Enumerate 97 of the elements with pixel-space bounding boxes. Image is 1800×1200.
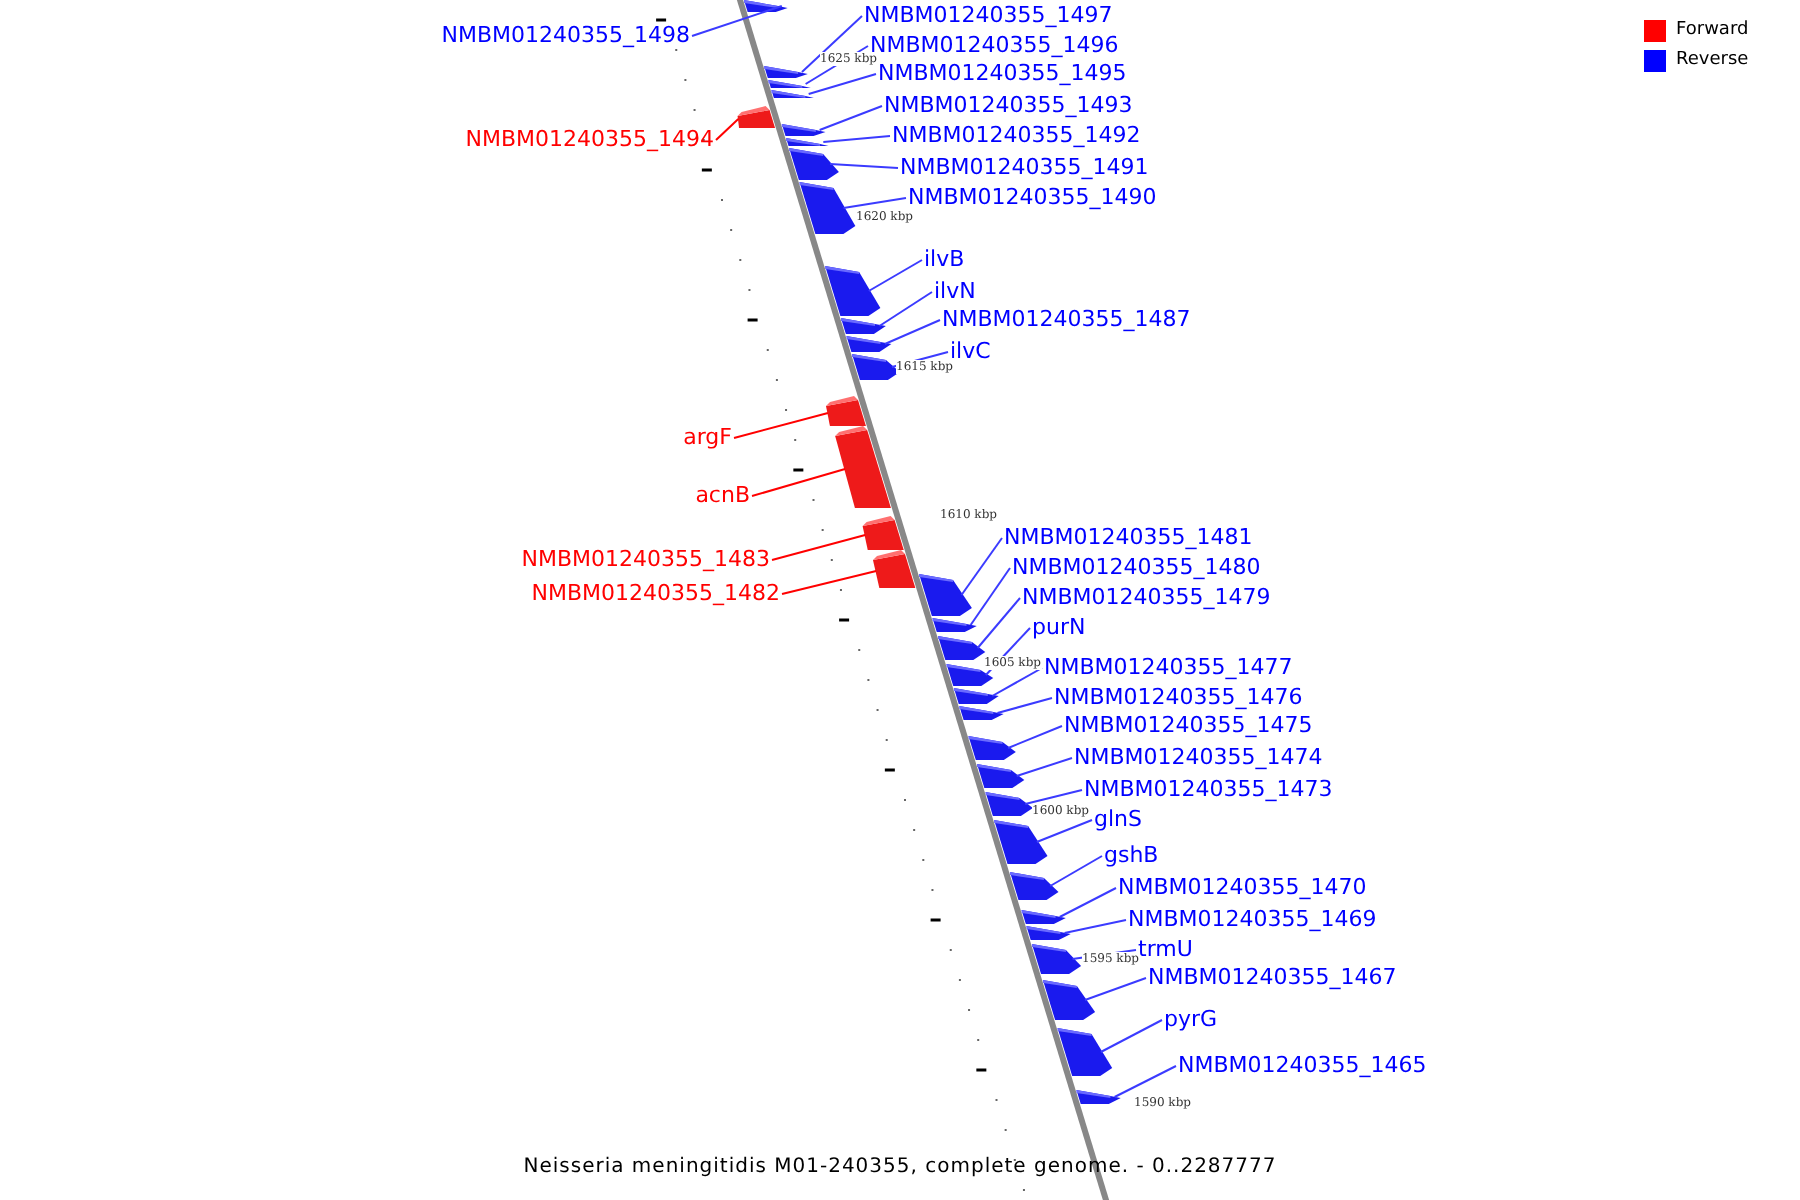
gene-label: NMBM01240355_1475 [1064,711,1313,737]
gene-label: NMBM01240355_1482 [531,579,780,605]
leader-line [1113,1065,1177,1098]
gene-label: NMBM01240355_1492 [892,121,1141,147]
gene-label: gshB [1104,841,1159,867]
gene-block [1076,1090,1121,1104]
gene-block [959,706,1004,720]
gene-label: NMBM01240355_1480 [1012,553,1261,579]
leader-line [1049,855,1103,887]
gene-label: NMBM01240355_1483 [521,545,770,571]
gene-label: acnB [695,481,750,507]
gene-block [977,764,1025,788]
leader-line [1015,757,1073,777]
legend-label: Reverse [1676,50,1749,72]
leader-line [807,73,877,95]
leader-line [960,537,1003,596]
gene-block [946,664,994,686]
gene-block [968,736,1016,760]
gene-block [994,820,1048,864]
caption: Neisseria meningitidis M01-240355, complete genome. - 0..2287777 [521,1156,1279,1178]
gene-block [826,396,866,426]
leader-line [976,597,1021,649]
gene-block [1026,926,1071,940]
gene-label: NMBM01240355_1465 [1178,1051,1427,1077]
leader-line [829,163,899,169]
gene-label: NMBM01240355_1467 [1148,963,1397,989]
leader-line [1035,819,1093,843]
gene-label: trmU [1138,935,1193,961]
gene-block [786,138,829,146]
gene-label: NMBM01240355_1474 [1074,743,1323,769]
leader-line [818,105,883,131]
gene-label: NMBM01240355_1487 [942,305,1191,331]
gene-label: NMBM01240355_1481 [1004,523,1253,549]
legend-label: Forward [1676,20,1749,42]
gene-label: NMBM01240355_1490 [908,183,1157,209]
gene-block [841,318,886,334]
leader-line [771,534,867,561]
gene-block [1009,872,1059,900]
leader-line [1084,977,1147,1001]
gene-label: NMBM01240355_1497 [864,1,1113,27]
gene-label: NMBM01240355_1491 [900,153,1149,179]
gene-block [985,792,1033,816]
gene-label: glnS [1094,805,1142,831]
leader-line [969,567,1011,626]
leader-line [883,319,941,345]
leader-line [1007,725,1063,749]
gene-block [872,550,916,588]
leader-line [996,697,1053,714]
gene-block [846,336,892,352]
gene-label: NMBM01240355_1470 [1118,873,1367,899]
leader-line [733,412,829,439]
gene-label: purN [1032,613,1086,639]
gene-block [953,688,999,704]
gene-block [938,636,986,660]
gene-label: ilvB [924,245,965,271]
leader-line [867,259,923,292]
gene-block [1021,910,1066,924]
gene-label: pyrG [1164,1005,1218,1031]
gene-block [737,106,776,128]
leader-line [781,570,878,595]
gene-block [781,124,826,136]
gene-label: ilvN [934,277,976,303]
gene-label: NMBM01240355_1469 [1128,905,1377,931]
leader-line [822,135,891,143]
gene-block [799,182,856,234]
gene-label: ilvC [950,337,991,363]
gene-block [932,618,977,632]
gene-block [862,516,904,550]
gene-label: NMBM01240355_1498 [441,21,690,47]
gene-block [771,90,814,98]
gene-block [764,66,808,78]
gene-block [1042,980,1096,1020]
gene-block [744,0,788,12]
leader-line [842,197,907,209]
leader-line [715,118,740,141]
gene-label: NMBM01240355_1496 [870,31,1119,57]
gene-label: NMBM01240355_1476 [1054,683,1303,709]
gene-block [768,80,811,88]
gene-label: NMBM01240355_1473 [1084,775,1333,801]
gene-label: NMBM01240355_1477 [1044,653,1293,679]
leader-line [691,5,783,37]
leader-line [1058,887,1117,918]
leader-line [991,667,1043,697]
gene-label: NMBM01240355_1479 [1022,583,1271,609]
gene-block [1031,944,1082,974]
leader-line [1063,919,1127,934]
gene-block [1057,1028,1113,1076]
leader-line [751,468,847,497]
gene-label: NMBM01240355_1493 [884,91,1133,117]
gene-label: NMBM01240355_1495 [878,59,1127,85]
leader-line [1099,1019,1163,1053]
leader-line [878,291,933,327]
leader-line [1024,789,1083,805]
gene-block [851,354,900,380]
leader-line [800,15,863,73]
gene-label: NMBM01240355_1494 [465,125,714,151]
gene-label: argF [683,423,732,449]
